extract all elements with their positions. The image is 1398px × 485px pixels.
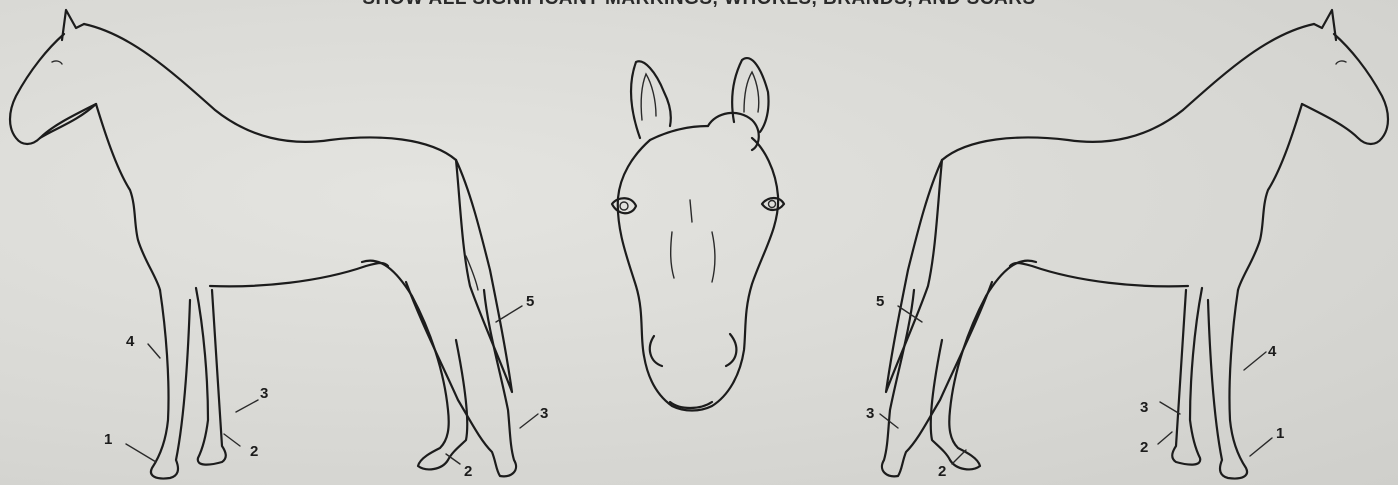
left-label-3-hind: 3 [540,405,548,422]
right-label-1: 1 [1276,425,1284,442]
right-label-2-hind: 2 [938,463,946,480]
right-label-3-front: 3 [1140,399,1148,416]
left-label-5: 5 [526,293,534,310]
left-horse-outline [10,10,516,479]
right-horse-outline [882,10,1388,479]
left-label-2-hind: 2 [464,463,472,480]
left-horse-number-labels: 1 2 3 4 2 3 5 [104,293,548,480]
right-label-3-hind: 3 [866,405,874,422]
right-label-2-front: 2 [1140,439,1148,456]
left-label-1: 1 [104,431,112,448]
right-label-5: 5 [876,293,884,310]
right-label-4: 4 [1268,343,1277,360]
left-label-4: 4 [126,333,135,350]
left-label-3-front: 3 [260,385,268,402]
front-head-outline [612,58,784,410]
left-label-2-front: 2 [250,443,258,460]
